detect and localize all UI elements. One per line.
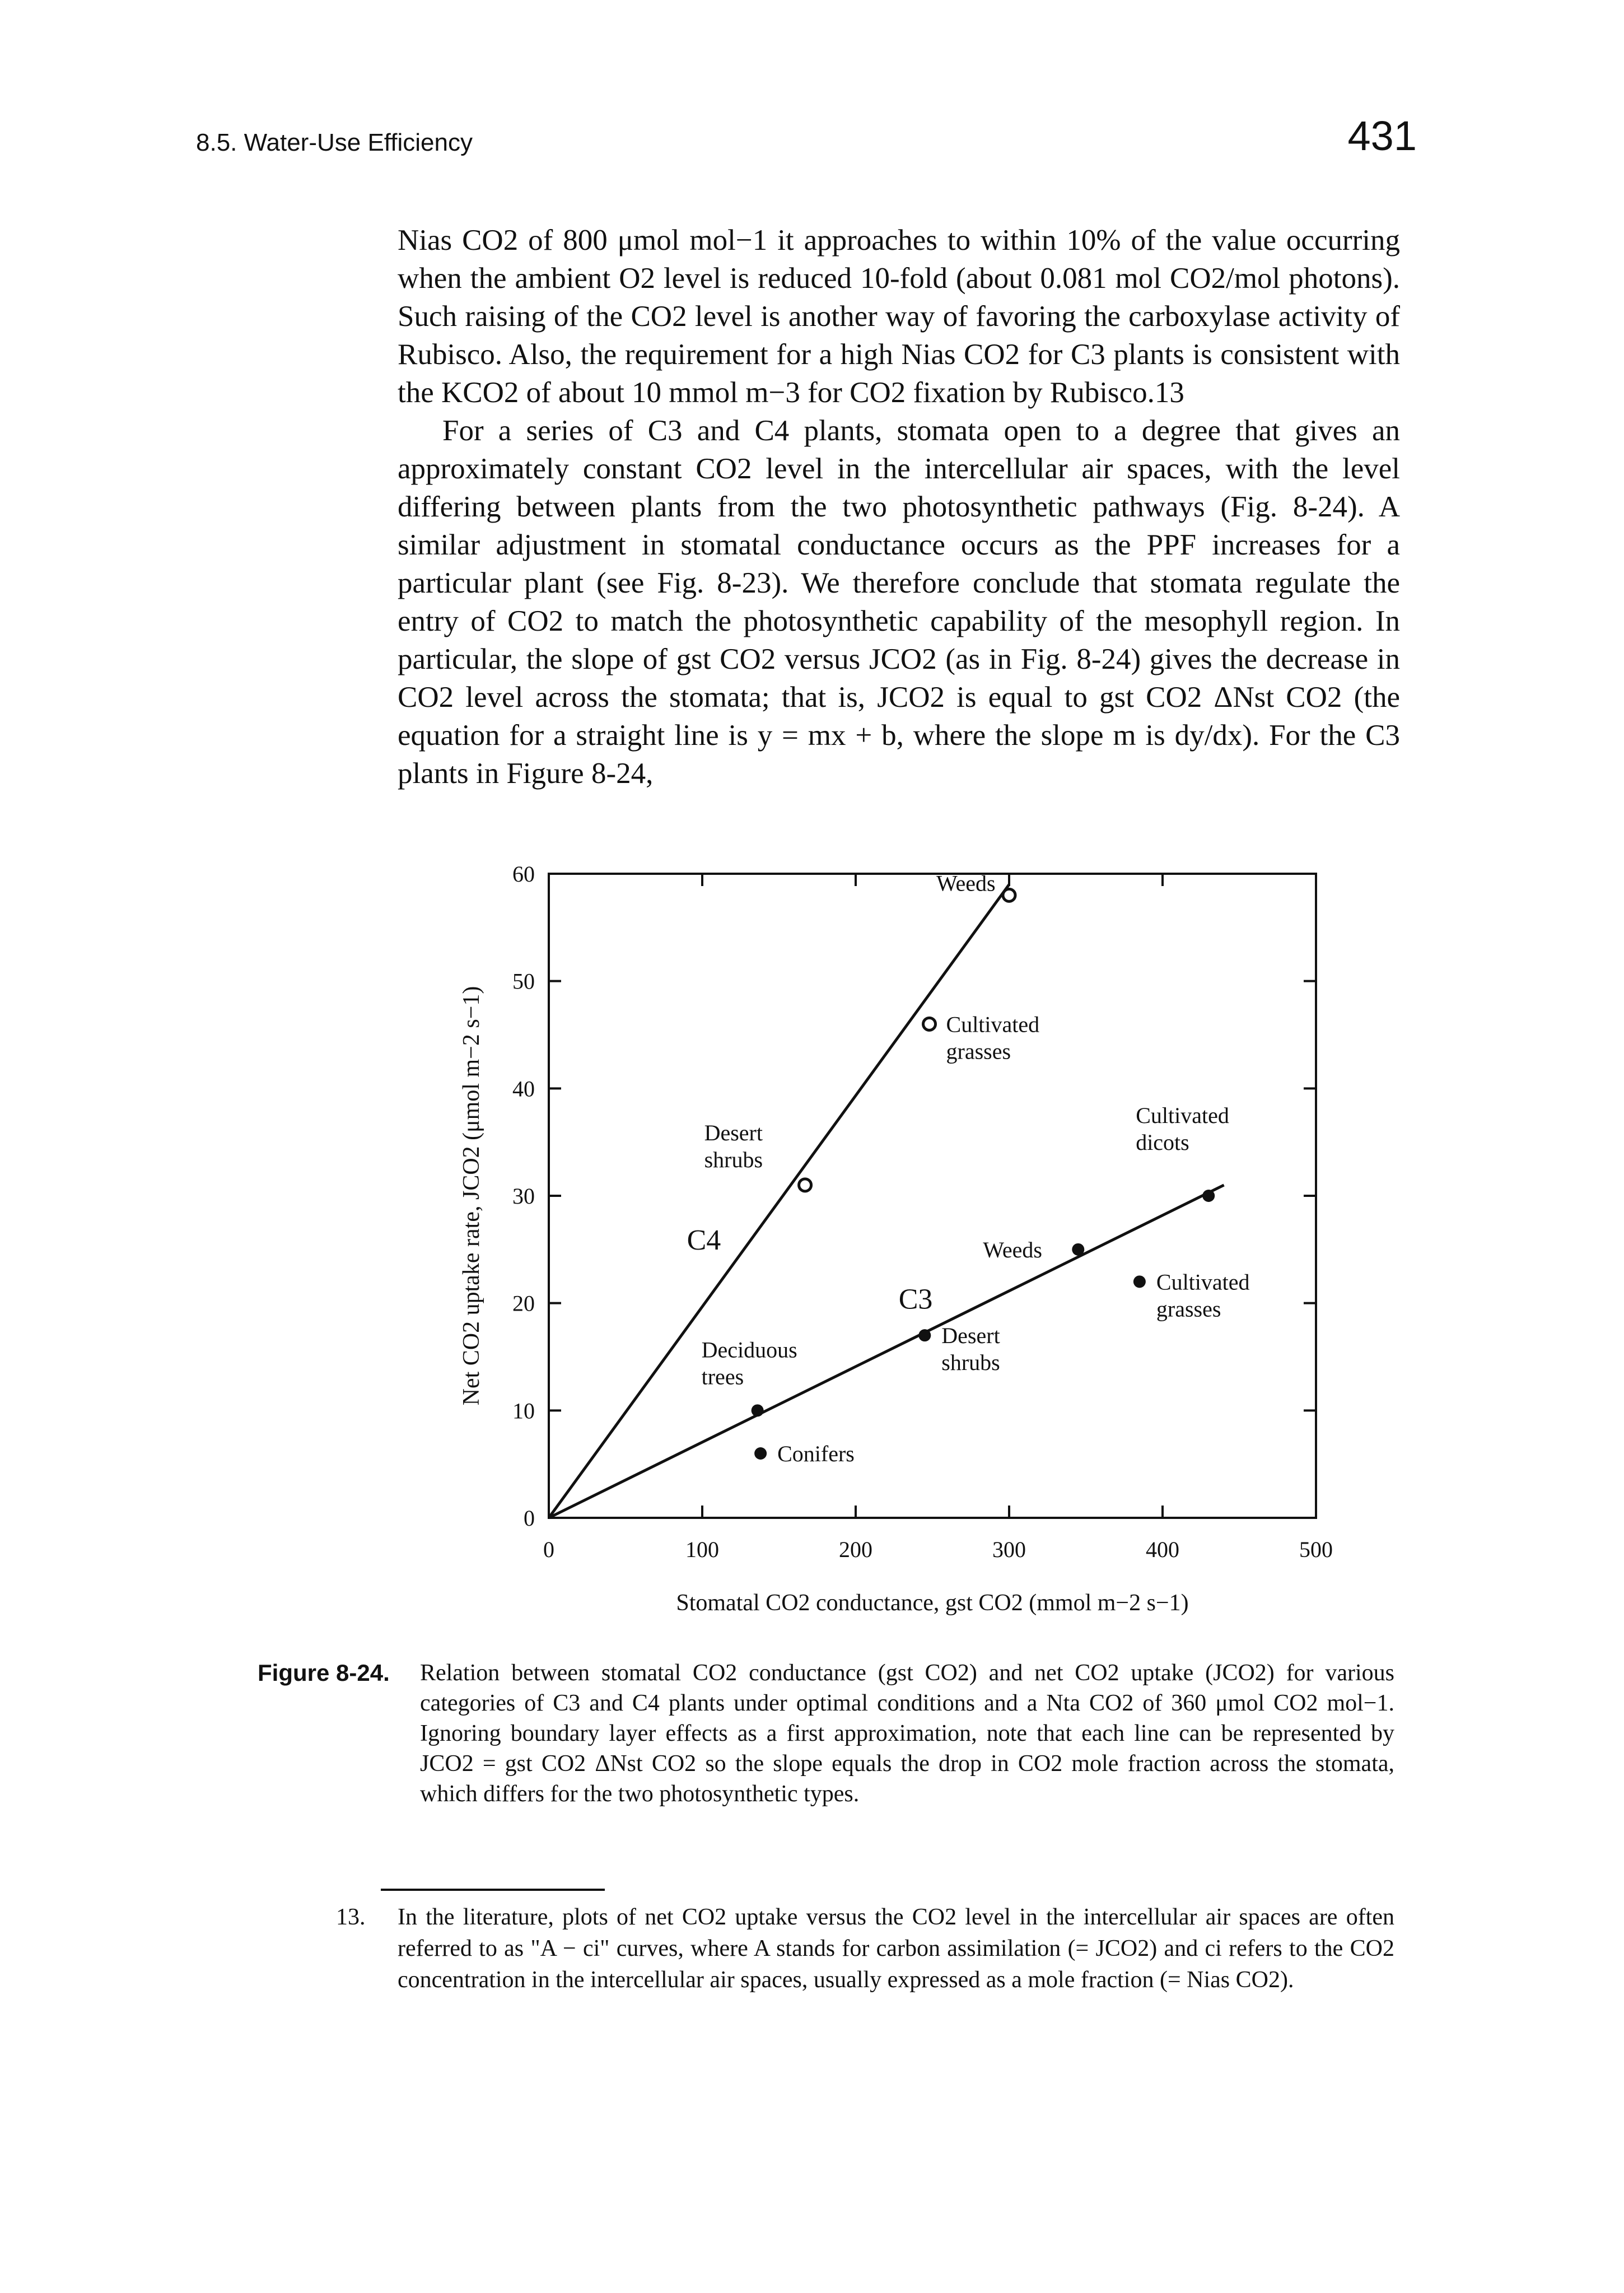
point-label-weeds: Weeds [936, 870, 996, 896]
point-c3-conifers [754, 1447, 767, 1460]
point-label-deciduous-trees: Deciduous [702, 1337, 797, 1362]
point-label-deciduous-trees: trees [702, 1364, 744, 1389]
y-tick-label: 40 [512, 1076, 535, 1101]
caption-text: Relation between stomatal CO2 conductanc… [420, 1660, 1394, 1807]
point-c4-desert-shrubs [797, 1177, 813, 1193]
y-tick-label: 0 [524, 1506, 535, 1531]
point-label-cultivated-dicots: Cultivated [1136, 1103, 1229, 1128]
x-tick-label: 100 [685, 1537, 719, 1562]
page-number: 431 [1347, 113, 1417, 159]
point-label-cultivated-grasses: Cultivated [1156, 1269, 1250, 1294]
body-text: Nias CO2 of 800 μmol mol−1 it approaches… [398, 221, 1400, 793]
footnote: 13. In the literature, plots of net CO2 … [336, 1901, 1394, 1996]
point-label-desert-shrubs: Desert [941, 1323, 1000, 1348]
x-tick-label: 0 [543, 1537, 554, 1562]
y-tick-label: 10 [512, 1398, 535, 1423]
point-label-weeds: Weeds [983, 1237, 1042, 1262]
point-label-desert-shrubs: shrubs [941, 1350, 1000, 1375]
y-tick-label: 50 [512, 969, 535, 994]
x-axis-label: Stomatal CO2 conductance, gst CO2 (mmol … [676, 1590, 1188, 1616]
point-label-cultivated-grasses: grasses [946, 1038, 1011, 1064]
x-tick-label: 500 [1299, 1537, 1333, 1562]
annotation-c4: C4 [687, 1224, 721, 1256]
x-tick-label: 400 [1146, 1537, 1179, 1562]
section-title: 8.5. Water-Use Efficiency [196, 129, 473, 156]
figure-label: Figure 8-24. [258, 1660, 390, 1686]
point-c3-cultivated-dicots [1202, 1190, 1215, 1202]
y-axis-label: Net CO2 uptake rate, JCO2 (μmol m−2 s−1) [459, 986, 484, 1406]
running-head: 8.5. Water-Use Efficiency 431 [0, 112, 1624, 162]
point-c4-weeds [1001, 887, 1017, 903]
point-c3-deciduous-trees [751, 1404, 764, 1417]
point-label-desert-shrubs: Desert [704, 1120, 763, 1145]
footnote-text: In the literature, plots of net CO2 upta… [398, 1904, 1394, 1993]
footnote-number: 13. [336, 1904, 366, 1930]
point-label-desert-shrubs: shrubs [704, 1147, 763, 1172]
x-tick-label: 200 [839, 1537, 872, 1562]
y-tick-label: 20 [512, 1291, 535, 1316]
annotation-c3: C3 [899, 1283, 933, 1315]
point-label-cultivated-grasses: grasses [1156, 1296, 1221, 1321]
point-c4-cultivated-grasses [922, 1016, 937, 1032]
paragraph-1: Nias CO2 of 800 μmol mol−1 it approaches… [398, 224, 1400, 409]
paragraph-2: For a series of C3 and C4 plants, stomat… [398, 414, 1400, 790]
footnote-rule [381, 1889, 605, 1891]
point-label-cultivated-dicots: dicots [1136, 1130, 1189, 1155]
point-label-cultivated-grasses: Cultivated [946, 1012, 1040, 1037]
point-c3-cultivated-grasses [1133, 1275, 1146, 1288]
point-label-conifers: Conifers [777, 1441, 855, 1466]
y-tick-label: 60 [512, 861, 535, 887]
line-c4 [547, 883, 1011, 1519]
figure-caption: Figure 8-24. Relation between stomatal C… [258, 1658, 1394, 1809]
line-c3 [548, 1183, 1225, 1520]
x-tick-label: 300 [992, 1537, 1026, 1562]
point-c3-desert-shrubs [918, 1329, 931, 1342]
point-c3-weeds [1072, 1243, 1085, 1256]
y-tick-label: 30 [512, 1183, 535, 1209]
